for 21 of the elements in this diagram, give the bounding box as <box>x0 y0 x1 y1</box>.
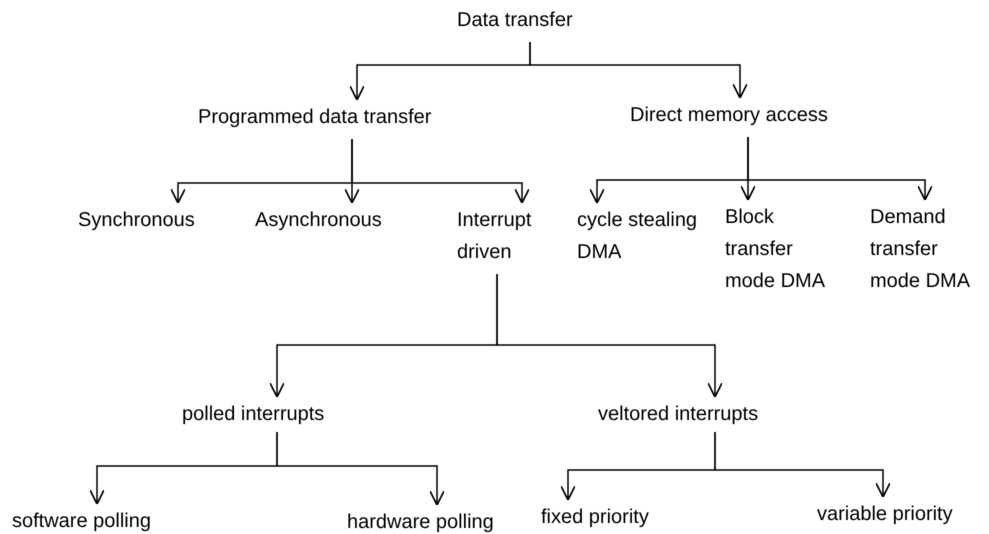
arrow <box>496 274 723 398</box>
node-label: Interrupt driven <box>457 208 532 265</box>
node-label: Block transfer mode DMA <box>725 205 826 294</box>
node-label: Direct memory access <box>630 103 828 128</box>
node-label: hardware polling <box>347 510 494 534</box>
arrow <box>747 137 933 201</box>
node-label: variable priority <box>817 502 953 527</box>
node-label: Synchronous <box>78 208 195 233</box>
node-label: software polling <box>12 509 151 534</box>
arrow <box>276 432 445 506</box>
node-label: Programmed data transfer <box>198 105 432 130</box>
node-label: Data transfer <box>457 8 573 33</box>
node-label: Asynchronous <box>255 208 382 233</box>
node-label: Demand transfer mode DMA <box>870 205 972 294</box>
node-label: fixed priority <box>541 505 649 530</box>
arrow <box>351 139 530 204</box>
node-label: polled interrupts <box>182 402 324 427</box>
node-label: cycle stealing DMA <box>577 208 698 265</box>
node-label: veltored interrupts <box>598 402 758 427</box>
arrow <box>714 432 891 498</box>
arrow <box>529 42 748 99</box>
